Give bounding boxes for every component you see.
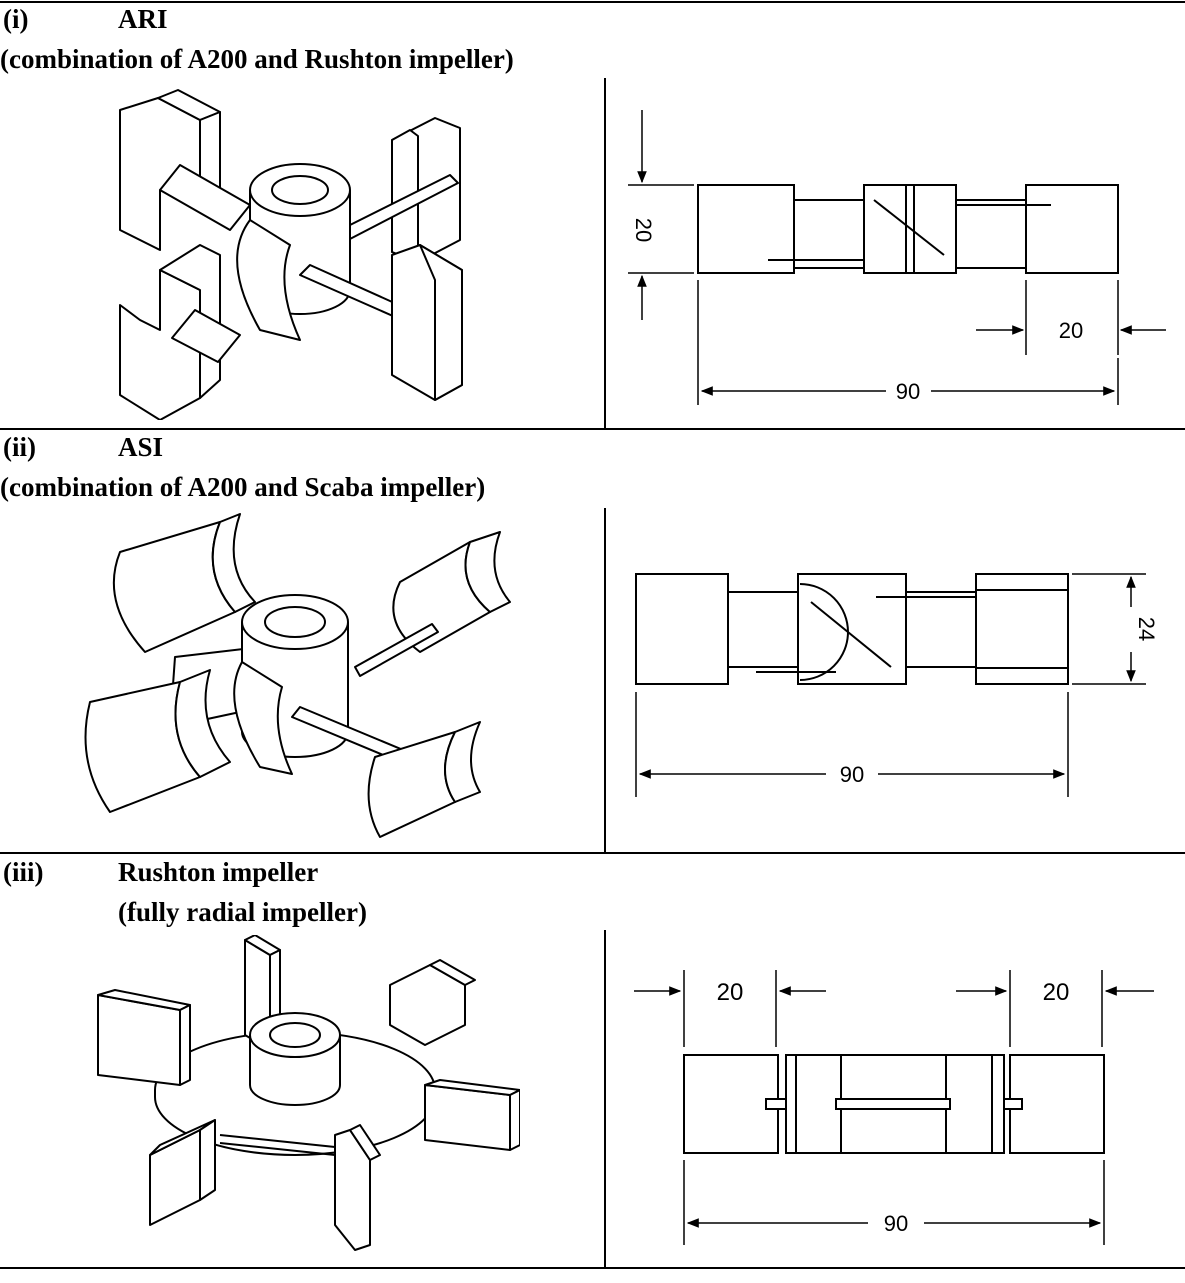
section-3-name: Rushton impeller — [118, 857, 319, 887]
rushton-dim-diameter: 90 — [884, 1211, 908, 1236]
section-2-description: (combination of A200 and Scaba impeller) — [0, 472, 486, 502]
asi-elev-blade-right — [975, 573, 1069, 685]
top-rule — [0, 1, 1185, 3]
rushton-elevation-drawing: 20 20 90 — [634, 970, 1154, 1245]
column-divider-1 — [604, 78, 606, 430]
rushton-isometric-drawing — [97, 935, 520, 1251]
rushton-elev-disc — [835, 1098, 951, 1110]
section-1-number: (i) — [3, 4, 29, 34]
section-3-header: (iii) Rushton impeller (fully radial imp… — [0, 857, 700, 927]
section-1-name: ARI — [118, 4, 168, 34]
ari-dim-height: 20 — [631, 218, 656, 242]
rushton-blade-front-left — [149, 1129, 201, 1226]
column-divider-3 — [604, 930, 606, 1268]
section-2-header: (ii) ASI (combination of A200 and Scaba … — [0, 432, 700, 502]
section-2-name: ASI — [118, 432, 164, 462]
ari-dim-diameter: 90 — [896, 379, 920, 404]
asi-elev-hub — [797, 573, 907, 685]
section-3-description: (fully radial impeller) — [118, 897, 367, 927]
section-2-number: (ii) — [3, 432, 36, 462]
section-divider-1 — [0, 428, 1185, 430]
rushton-dim-blade-right: 20 — [1043, 979, 1070, 1006]
section-3-number: (iii) — [3, 857, 44, 887]
ari-elev-blade-right — [1025, 184, 1119, 274]
ari-elev-blade-left — [697, 184, 795, 274]
ari-isometric-drawing — [119, 89, 463, 420]
section-1-description: (combination of A200 and Rushton impelle… — [0, 44, 514, 74]
section-1-header: (i) ARI (combination of A200 and Rushton… — [0, 4, 700, 74]
asi-dim-diameter: 90 — [840, 762, 864, 787]
rushton-blade-right — [424, 1084, 511, 1151]
asi-elev-blade-left — [635, 573, 729, 685]
rushton-elev-blade-right — [1009, 1054, 1105, 1154]
bottom-rule — [0, 1267, 1185, 1269]
asi-elevation-drawing: 24 90 — [635, 573, 1159, 797]
rushton-dim-blade-left: 20 — [717, 979, 744, 1006]
asi-isometric-drawing — [84, 513, 511, 838]
asi-dim-height: 24 — [1134, 617, 1159, 641]
ari-elevation-drawing: 20 20 90 — [628, 110, 1166, 405]
section-divider-2 — [0, 852, 1185, 854]
column-divider-2 — [604, 508, 606, 854]
ari-dim-blade-width: 20 — [1059, 318, 1083, 343]
rushton-elev-blade-left — [683, 1054, 779, 1154]
